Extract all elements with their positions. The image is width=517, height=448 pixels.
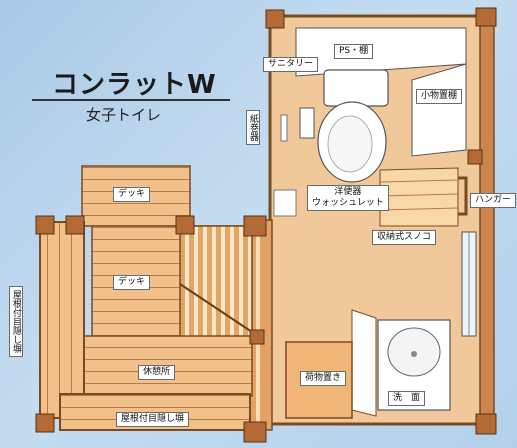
right-wall-frame	[479, 15, 495, 425]
label-small-item-shelf: 小物置棚	[416, 89, 463, 104]
label-deck-top: デッキ	[113, 187, 151, 202]
label-luggage: 荷物置き	[300, 371, 347, 386]
toilet-room	[247, 7, 497, 435]
label-sanitary: サニタリー	[263, 57, 319, 72]
storage-sunoko-area	[379, 167, 459, 227]
post	[35, 215, 55, 235]
label-rest-area: 休憩所	[138, 365, 176, 380]
post	[175, 215, 195, 235]
post	[249, 329, 265, 345]
label-roof-screen-bottom: 屋根付目隠し塀	[116, 412, 190, 427]
label-washbasin: 洗 面	[388, 391, 426, 406]
corner-post	[475, 413, 497, 435]
label-paper-holder: 紙巻器	[246, 110, 260, 145]
label-toilet: 洋便器 ウォッシュレット	[307, 185, 389, 211]
post	[65, 215, 85, 235]
corner-post	[467, 149, 483, 165]
paper-holder-fixture	[299, 107, 315, 139]
page-subtitle: 女子トイレ	[86, 106, 162, 124]
partition-wall	[351, 309, 377, 417]
post	[35, 413, 55, 433]
hanger-hook	[454, 176, 468, 216]
corner-post	[265, 9, 285, 29]
post	[243, 215, 267, 237]
wall-panel-sanitary	[280, 114, 288, 142]
label-storage-sunoko: 収納式スノコ	[372, 230, 437, 245]
left-screen-fence	[39, 221, 85, 419]
post	[243, 421, 267, 443]
label-hanger: ハンガー	[470, 193, 517, 208]
label-ps-shelf: PS・棚	[334, 44, 374, 59]
deck-area	[35, 165, 267, 443]
label-deck-middle: デッキ	[113, 275, 151, 290]
small-item-shelf	[411, 63, 467, 157]
inner-screen-fence	[179, 225, 253, 343]
wall-box	[273, 189, 297, 217]
label-roof-screen-left: 屋根付目隠し塀	[9, 286, 23, 357]
corner-post	[475, 7, 497, 27]
title-divider	[32, 99, 230, 101]
page-title: コンラットW	[52, 70, 217, 100]
toilet-tank	[323, 69, 389, 107]
